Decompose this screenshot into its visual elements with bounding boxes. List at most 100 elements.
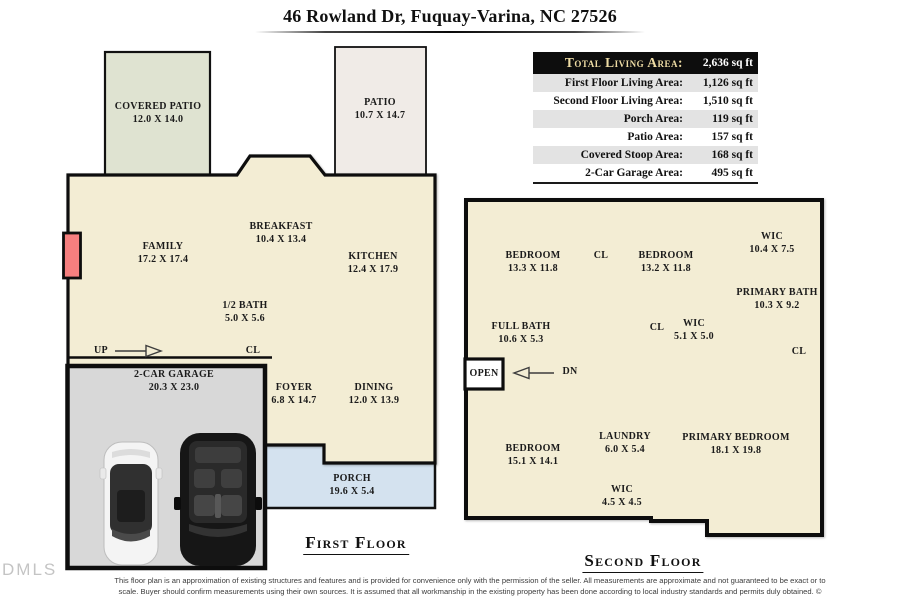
room-dims: 12.0 X 13.9 [348, 394, 400, 406]
row-value: 168 sq ft [711, 149, 753, 161]
room-dims: 6.0 X 5.4 [605, 443, 645, 455]
room-label-patio: PATIO 10.7 X 14.7 [355, 97, 406, 122]
closet-label: CL [649, 322, 665, 333]
row-label: Patio Area: [627, 131, 683, 143]
open-stairwell-box [463, 357, 505, 391]
second-floor-outline [464, 198, 824, 537]
white-car [99, 441, 163, 566]
room-label-foyer: FOYER 6.8 X 14.7 [271, 382, 316, 407]
page-title: 46 Rowland Dr, Fuquay-Varina, NC 27526 [283, 6, 617, 26]
room-label-wic-3: WIC 4.5 X 4.5 [602, 484, 642, 509]
row-label: First Floor Living Area: [564, 77, 683, 89]
room-label-bedroom-2: BEDROOM 13.2 X 11.8 [639, 250, 694, 275]
area-summary-table: Total Living Area: 2,636 sq ft First Flo… [533, 52, 758, 184]
room-name: COVERED PATIO [114, 101, 202, 112]
total-living-area-label: Total Living Area: [564, 55, 683, 70]
total-living-area-value: 2,636 sq ft [702, 57, 753, 69]
area-table-header-row: Total Living Area: 2,636 sq ft [533, 52, 758, 74]
room-name: 1/2 BATH [222, 300, 268, 311]
row-value: 1,510 sq ft [702, 95, 753, 107]
up-arrow-icon [115, 344, 164, 358]
row-label: 2-Car Garage Area: [585, 167, 683, 179]
table-row: First Floor Living Area: 1,126 sq ft [533, 74, 758, 92]
room-dims: 10.7 X 14.7 [354, 109, 406, 121]
room-label-breakfast: BREAKFAST 10.4 X 13.4 [249, 221, 312, 246]
table-row: Second Floor Living Area: 1,510 sq ft [533, 92, 758, 110]
room-name: BREAKFAST [249, 221, 313, 232]
room-dims: 15.1 X 14.1 [507, 455, 559, 467]
room-name: DINING [354, 382, 394, 393]
row-value: 1,126 sq ft [702, 77, 753, 89]
up-label: UP [94, 345, 108, 356]
room-label-half-bath: 1/2 BATH 5.0 X 5.6 [222, 300, 267, 325]
room-dims: 19.6 X 5.4 [329, 485, 375, 497]
room-dims: 6.8 X 14.7 [271, 394, 317, 406]
second-floor-heading: Second Floor [582, 551, 704, 573]
room-label-covered-patio: COVERED PATIO 12.0 X 14.0 [115, 101, 202, 126]
room-dims: 13.2 X 11.8 [641, 262, 691, 274]
room-dims: 10.4 X 13.4 [255, 233, 307, 245]
room-dims: 10.3 X 9.2 [754, 299, 800, 311]
room-name: PRIMARY BEDROOM [682, 432, 790, 443]
room-name: PRIMARY BATH [736, 287, 818, 298]
room-name: WIC [760, 231, 784, 242]
disclaimer-line-1: This floor plan is an approximation of e… [114, 576, 826, 585]
closet-label: CL [245, 345, 261, 356]
dn-arrow-icon [511, 366, 554, 380]
open-label: OPEN [469, 368, 499, 379]
room-name: LAUNDRY [599, 431, 651, 442]
disclaimer-line-2: scale. Buyer should confirm measurements… [118, 587, 822, 596]
room-dims: 20.3 X 23.0 [148, 381, 200, 393]
fireplace-bump [62, 231, 82, 280]
first-floor-heading: First Floor [303, 533, 409, 555]
room-name: PORCH [333, 473, 371, 484]
room-label-family: FAMILY 17.2 X 17.4 [138, 241, 189, 266]
row-label: Second Floor Living Area: [553, 95, 683, 107]
room-name: FULL BATH [491, 321, 551, 332]
table-row: Patio Area: 157 sq ft [533, 128, 758, 146]
room-dims: 17.2 X 17.4 [137, 253, 189, 265]
closet-label: CL [791, 346, 807, 357]
room-label-bedroom-3: BEDROOM 15.1 X 14.1 [506, 443, 561, 468]
room-name: WIC [610, 484, 634, 495]
room-name: BEDROOM [505, 250, 561, 261]
room-label-wic-1: WIC 10.4 X 7.5 [749, 231, 794, 256]
room-dims: 4.5 X 4.5 [602, 496, 642, 508]
room-label-kitchen: KITCHEN 12.4 X 17.9 [348, 251, 399, 276]
black-car [174, 433, 262, 566]
row-value: 119 sq ft [712, 113, 753, 125]
room-dims: 12.0 X 14.0 [132, 113, 184, 125]
room-label-full-bath: FULL BATH 10.6 X 5.3 [492, 321, 551, 346]
disclaimer-text: This floor plan is an approximation of e… [50, 575, 890, 597]
table-row: Covered Stoop Area: 168 sq ft [533, 146, 758, 164]
closet-label: CL [593, 250, 609, 261]
room-label-wic-2: WIC 5.1 X 5.0 [674, 318, 714, 343]
row-label: Covered Stoop Area: [580, 149, 683, 161]
room-name: BEDROOM [505, 443, 561, 454]
room-dims: 10.4 X 7.5 [749, 243, 795, 255]
room-label-porch: PORCH 19.6 X 5.4 [329, 473, 374, 498]
room-name: WIC [682, 318, 706, 329]
row-value: 495 sq ft [711, 167, 753, 179]
room-name: FAMILY [142, 241, 184, 252]
room-label-primary-bath: PRIMARY BATH 10.3 X 9.2 [736, 287, 817, 312]
room-dims: 18.1 X 19.8 [710, 444, 762, 456]
room-label-garage: 2-CAR GARAGE 20.3 X 23.0 [134, 369, 214, 394]
dn-label: DN [562, 366, 578, 377]
row-value: 157 sq ft [711, 131, 753, 143]
table-row: 2-Car Garage Area: 495 sq ft [533, 164, 758, 182]
room-name: BEDROOM [638, 250, 694, 261]
room-dims: 13.3 X 11.8 [508, 262, 558, 274]
room-name: 2-CAR GARAGE [134, 369, 214, 380]
room-dims: 12.4 X 17.9 [347, 263, 399, 275]
table-row: Porch Area: 119 sq ft [533, 110, 758, 128]
room-dims: 5.1 X 5.0 [674, 330, 714, 342]
row-label: Porch Area: [623, 113, 683, 125]
room-dims: 10.6 X 5.3 [498, 333, 544, 345]
title-divider [255, 31, 645, 33]
room-name: FOYER [275, 382, 313, 393]
room-label-laundry: LAUNDRY 6.0 X 5.4 [599, 431, 651, 456]
room-name: KITCHEN [348, 251, 398, 262]
